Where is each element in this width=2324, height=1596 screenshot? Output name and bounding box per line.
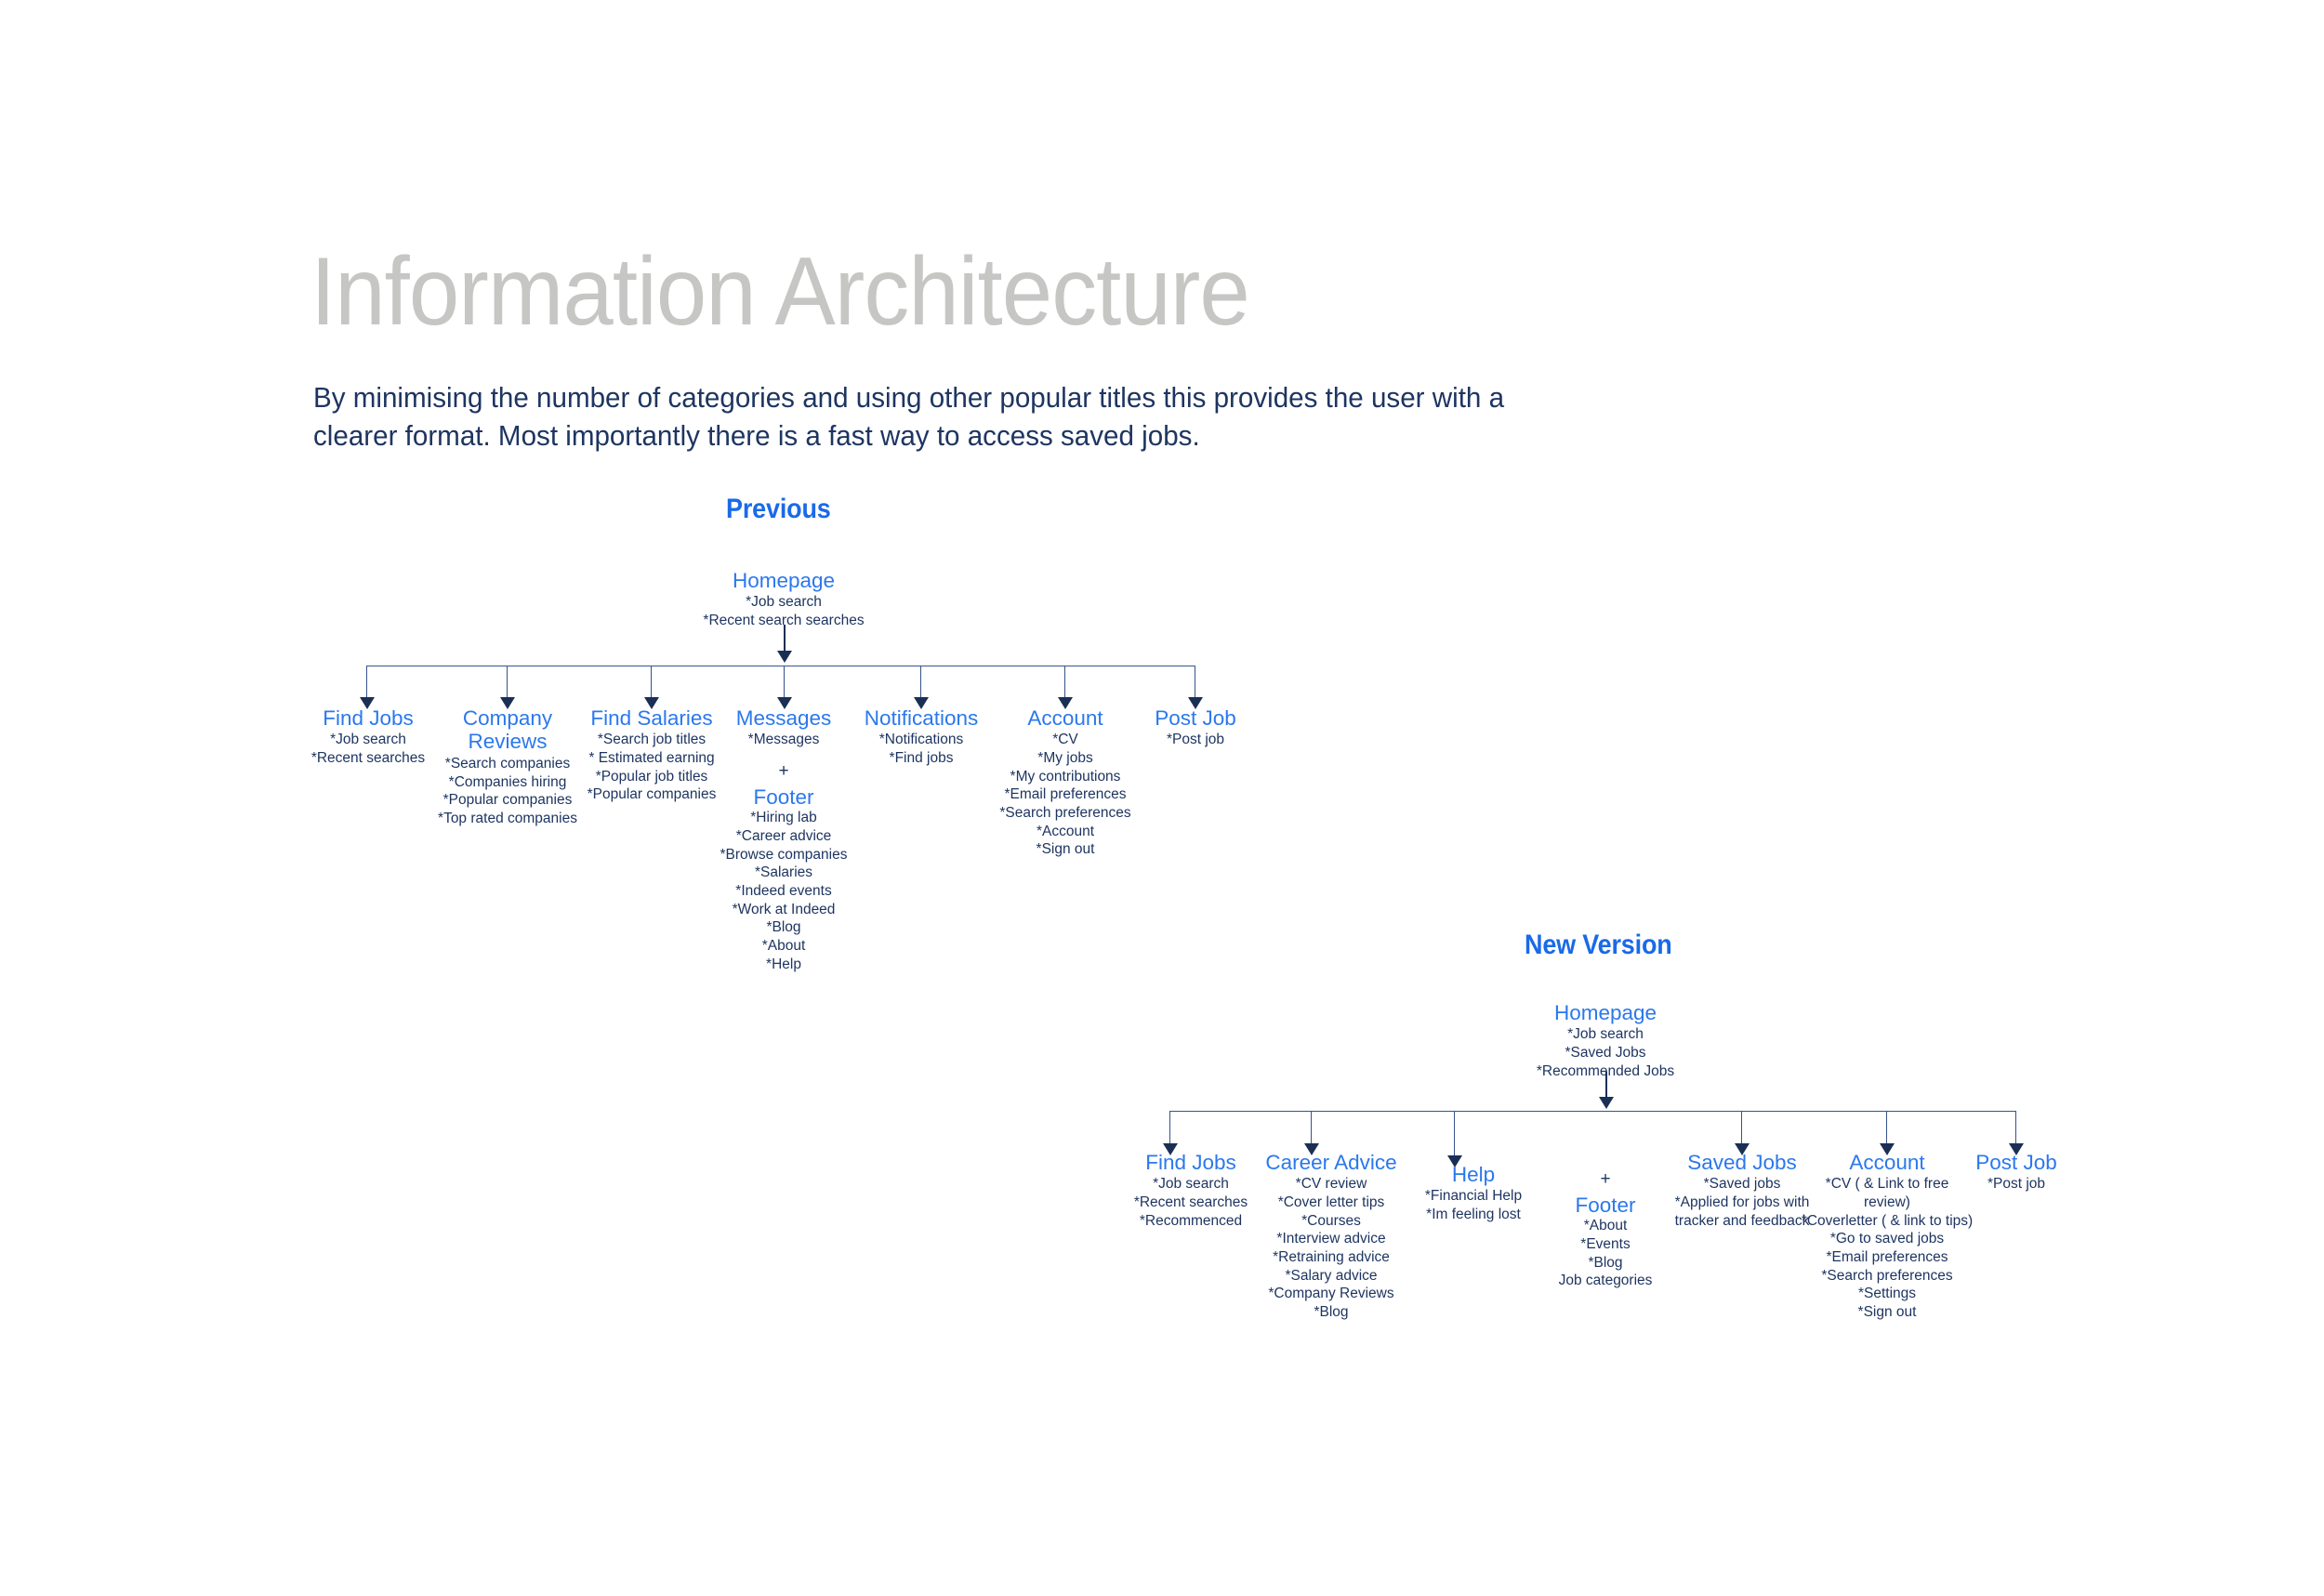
- node-previous-messages: Messages *Messages + Footer *Hiring lab …: [677, 706, 891, 973]
- connector-arrowhead-6: [1058, 697, 1073, 709]
- section-label-previous: Previous: [726, 494, 831, 524]
- node-subtitle-footer: Footer: [753, 785, 814, 809]
- connector-drop-4: [1741, 1111, 1742, 1153]
- connector-drop-5: [1886, 1111, 1887, 1153]
- node-new-account: Account *CV ( & Link to free review) *Co…: [1802, 1151, 1974, 1322]
- node-previous-homepage: Homepage *Job search *Recent search sear…: [635, 569, 932, 630]
- node-items: *CV ( & Link to free review) *Coverlette…: [1801, 1176, 1974, 1321]
- node-new-career-advice: Career Advice *CV review *Cover letter t…: [1220, 1151, 1443, 1322]
- node-title: Post Job: [1975, 1151, 2057, 1174]
- node-title: Find Jobs: [1145, 1151, 1236, 1174]
- connector-root-arrowhead: [1599, 1097, 1614, 1109]
- connector-arrowhead-3: [1447, 1155, 1462, 1167]
- node-previous-find-salaries: Find Salaries *Search job titles * Estim…: [535, 706, 768, 804]
- connector-drop-3: [651, 666, 652, 706]
- node-previous-account: Account *CV *My jobs *My contributions *…: [958, 706, 1172, 859]
- connector-bus: [1169, 1111, 2016, 1112]
- node-items: *Post job: [1987, 1176, 2046, 1193]
- node-items: *Messages: [747, 732, 820, 748]
- node-items: *Post job: [1166, 732, 1225, 748]
- connector-arrowhead-3: [644, 697, 659, 709]
- node-previous-post-job: Post Job *Post job: [1103, 706, 1288, 749]
- node-new-help: Help *Financial Help *Im feeling lost: [1376, 1163, 1571, 1224]
- node-items: *Search companies *Companies hiring *Pop…: [438, 755, 577, 826]
- node-title: Post Job: [1155, 706, 1236, 730]
- node-plus-symbol: +: [1600, 1169, 1611, 1189]
- node-title: Account: [1849, 1151, 1925, 1174]
- connector-drop-2: [1311, 1111, 1312, 1153]
- node-subitems-footer: *Hiring lab *Career advice *Browse compa…: [720, 810, 848, 972]
- node-plus-symbol: +: [778, 761, 789, 782]
- node-items: *Job search *Recent searches *Recommence…: [1133, 1176, 1248, 1229]
- connector-arrowhead-7: [1188, 697, 1203, 709]
- connector-root-arrowhead: [777, 651, 792, 663]
- node-items: *Job search *Recent search searches: [703, 594, 865, 629]
- node-title: Find Salaries: [590, 706, 713, 730]
- connector-arrowhead-2: [500, 697, 515, 709]
- node-items: *Job search *Recent searches: [310, 732, 426, 767]
- connector-arrowhead-6: [2009, 1143, 2024, 1155]
- connector-drop-1: [366, 666, 367, 706]
- node-title: Notifications: [864, 706, 979, 730]
- node-title: Homepage: [1553, 1001, 1657, 1024]
- connector-drop-5: [920, 666, 921, 706]
- connector-arrowhead-1: [360, 697, 375, 709]
- node-title: Messages: [735, 706, 832, 730]
- node-previous-company-reviews: Company Reviews *Search companies *Compa…: [391, 706, 624, 828]
- node-items: *CV *My jobs *My contributions *Email pr…: [999, 732, 1131, 858]
- node-new-footer: + Footer *About *Events *Blog Job catego…: [1503, 1167, 1708, 1290]
- connector-drop-6: [1064, 666, 1065, 706]
- connector-drop-6: [2015, 1111, 2016, 1153]
- page-title: Information Architecture: [310, 238, 1250, 346]
- node-title: Career Advice: [1265, 1151, 1397, 1174]
- connector-drop-1: [1169, 1111, 1170, 1153]
- connector-arrowhead-5: [1880, 1143, 1895, 1155]
- node-new-find-jobs: Find Jobs *Job search *Recent searches *…: [1075, 1151, 1307, 1230]
- connector-arrowhead-2: [1304, 1143, 1319, 1155]
- node-title: Find Jobs: [323, 706, 414, 730]
- node-title: Saved Jobs: [1687, 1151, 1797, 1174]
- node-items: *Job search *Saved Jobs *Recommended Job…: [1536, 1026, 1675, 1079]
- node-items: *Financial Help *Im feeling lost: [1424, 1188, 1523, 1223]
- node-items: *Saved jobs *Applied for jobs with track…: [1674, 1176, 1810, 1229]
- node-title: Help: [1451, 1163, 1496, 1186]
- connector-root-stem: [1605, 1072, 1607, 1101]
- node-items: *Search job titles * Estimated earning *…: [587, 732, 717, 803]
- page-subtitle: By minimising the number of categories a…: [313, 382, 1505, 452]
- node-title: Company Reviews: [462, 706, 553, 754]
- node-title: Account: [1027, 706, 1103, 730]
- node-new-post-job: Post Job *Post job: [1923, 1151, 2109, 1194]
- connector-root-stem: [784, 625, 786, 656]
- node-new-saved-jobs: Saved Jobs *Saved jobs *Applied for jobs…: [1654, 1151, 1830, 1230]
- connector-drop-3: [1454, 1111, 1455, 1165]
- connector-arrowhead-4: [1735, 1143, 1750, 1155]
- node-subitems-footer: *About *Events *Blog Job categories: [1558, 1218, 1653, 1289]
- connector-arrowhead-5: [914, 697, 929, 709]
- node-new-homepage: Homepage *Job search *Saved Jobs *Recomm…: [1438, 1001, 1773, 1080]
- section-label-new-version: New Version: [1525, 930, 1672, 960]
- node-subtitle-footer: Footer: [1575, 1193, 1636, 1217]
- node-title: Homepage: [732, 569, 836, 592]
- node-items: *Notifications *Find jobs: [878, 732, 964, 767]
- node-items: *CV review *Cover letter tips *Courses *…: [1268, 1176, 1394, 1321]
- connector-drop-4: [784, 666, 785, 706]
- connector-arrowhead-1: [1163, 1143, 1178, 1155]
- connector-arrowhead-4: [777, 697, 792, 709]
- node-previous-notifications: Notifications *Notifications *Find jobs: [814, 706, 1028, 768]
- node-previous-find-jobs: Find Jobs *Job search *Recent searches: [247, 706, 489, 768]
- connector-drop-2: [507, 666, 508, 706]
